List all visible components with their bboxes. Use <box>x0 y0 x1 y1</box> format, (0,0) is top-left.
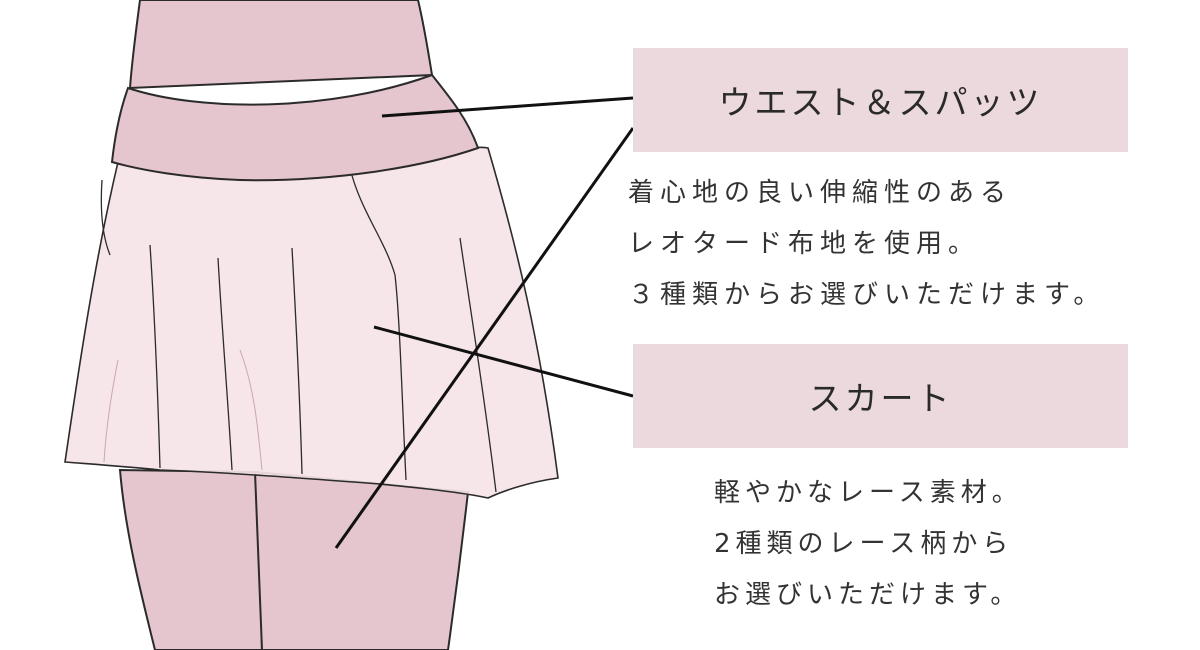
description-line: お選びいただけます。 <box>714 580 1022 610</box>
waist-spats-label: ウエスト＆スパッツ <box>633 48 1128 152</box>
right-leg <box>253 470 470 650</box>
description-line: 2種類のレース柄から <box>714 529 1014 559</box>
skirt-leader-line <box>373 325 634 398</box>
spats-leader-line <box>334 127 635 549</box>
skirt-description: 軽やかなレース素材。 2種類のレース柄から お選びいただけます。 <box>714 468 1023 621</box>
skirt-folds-faint <box>103 349 263 471</box>
waist-spats-description: 着心地の良い伸縮性のある レオタード布地を使用。 ３種類からお選びいただけます。 <box>628 168 1105 321</box>
left-leg <box>118 468 264 650</box>
leotard-torso <box>128 0 434 90</box>
skirt-label-text: スカート <box>808 379 953 418</box>
waistband <box>110 73 480 182</box>
waist-leader-line <box>381 96 634 118</box>
description-line: レオタード布地を使用。 <box>628 229 981 259</box>
skirt-pleats <box>100 167 497 493</box>
lace-skirt <box>64 146 559 499</box>
description-line: 着心地の良い伸縮性のある <box>628 178 1013 208</box>
waist-spats-label-text: ウエスト＆スパッツ <box>718 83 1043 122</box>
description-line: 軽やかなレース素材。 <box>714 478 1023 508</box>
description-line: ３種類からお選びいただけます。 <box>628 280 1106 310</box>
skirt-label: スカート <box>633 344 1128 448</box>
